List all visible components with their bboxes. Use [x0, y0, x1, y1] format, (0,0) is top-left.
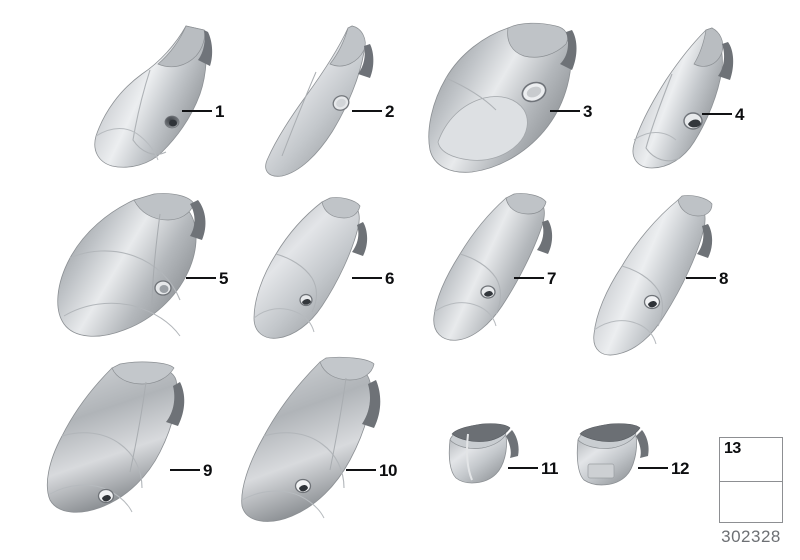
part-art-6: [253, 197, 368, 339]
callout-number-10: 10: [379, 460, 397, 480]
callout-10[interactable]: 10: [346, 459, 397, 481]
callout-5[interactable]: 5: [186, 267, 228, 289]
callout-4[interactable]: 4: [702, 103, 744, 125]
callout-7[interactable]: 7: [514, 267, 556, 289]
callout-number-8: 8: [719, 268, 728, 288]
leader-line-3: [550, 110, 580, 112]
leader-line-2: [352, 110, 382, 112]
callout-6[interactable]: 6: [352, 267, 394, 289]
callout-8[interactable]: 8: [686, 267, 728, 289]
callout-12[interactable]: 12: [638, 457, 689, 479]
part-art-3: [428, 22, 577, 173]
callout-number-5: 5: [219, 268, 228, 288]
leader-line-1: [182, 110, 212, 112]
callout-number-9: 9: [203, 460, 212, 480]
leader-line-4: [702, 113, 732, 115]
leader-line-5: [186, 277, 216, 279]
part-art-11: [448, 423, 519, 484]
callout-2[interactable]: 2: [352, 100, 394, 122]
callout-3[interactable]: 3: [550, 100, 592, 122]
part-art-4: [632, 27, 734, 169]
leader-line-12: [638, 467, 668, 469]
leader-line-6: [352, 277, 382, 279]
legend-divider: [720, 481, 782, 482]
callout-number-4: 4: [735, 104, 744, 124]
legend-item-number: 13: [724, 440, 741, 457]
callout-11[interactable]: 11: [508, 457, 558, 479]
callout-number-3: 3: [583, 101, 592, 121]
leader-line-10: [346, 469, 376, 471]
leader-line-11: [508, 467, 538, 469]
callout-number-11: 11: [541, 458, 558, 478]
diagram-number: 302328: [721, 527, 781, 546]
leader-line-7: [514, 277, 544, 279]
part-art-9: [46, 361, 185, 513]
part-art-10: [241, 356, 381, 522]
part-art-5: [57, 193, 206, 337]
callout-number-12: 12: [671, 458, 689, 478]
leader-line-9: [170, 469, 200, 471]
part-art-2: [265, 25, 374, 177]
callout-number-2: 2: [385, 101, 394, 121]
part-art-8: [593, 195, 713, 356]
part-art-1: [94, 25, 213, 168]
leader-line-8: [686, 277, 716, 279]
part-art-12: [576, 423, 649, 486]
part-art-7: [433, 193, 553, 341]
callout-9[interactable]: 9: [170, 459, 212, 481]
callout-number-7: 7: [547, 268, 556, 288]
legend-box: 13: [719, 437, 783, 523]
callout-number-6: 6: [385, 268, 394, 288]
callout-number-1: 1: [215, 101, 224, 121]
callout-1[interactable]: 1: [182, 100, 224, 122]
